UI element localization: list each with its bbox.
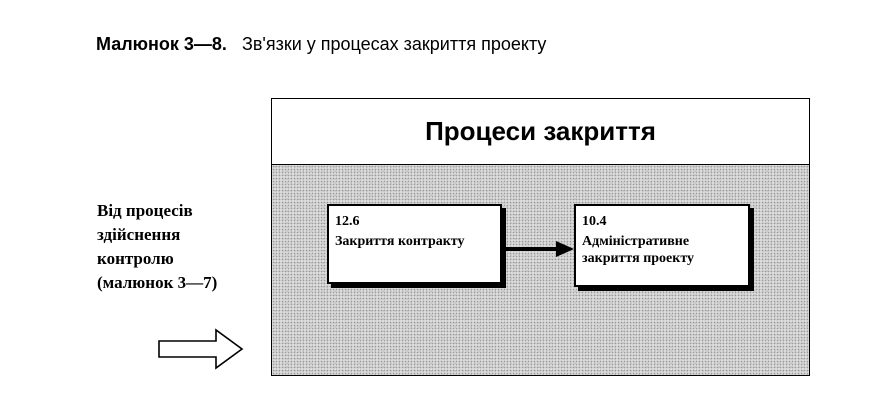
process-number: 12.6: [335, 214, 360, 229]
figure-number: Малюнок 3—8.: [96, 34, 227, 54]
input-source-note: Від процесів здійснення контролю (малюно…: [97, 199, 267, 295]
input-note-line-4: (малюнок 3—7): [97, 273, 218, 292]
process-box-administrative-closure: 10.4 Адміністративне закриття проекту: [574, 204, 750, 287]
input-note-line-3: контролю: [97, 249, 174, 268]
process-box-contract-closure: 12.6 Закриття контракту: [327, 204, 502, 284]
input-note-line-2: здійснення: [97, 225, 181, 244]
process-label-line-1: Адміністративне: [582, 234, 690, 249]
figure-title: Зв'язки у процесах закриття проекту: [241, 34, 547, 54]
input-note-line-1: Від процесів: [97, 201, 193, 220]
input-arrow-icon: [158, 328, 244, 370]
process-label-line-2: закриття проекту: [582, 251, 695, 266]
group-title: Процеси закриття: [272, 99, 809, 165]
figure-caption: Малюнок 3—8. Зв'язки у процесах закриття…: [96, 34, 546, 55]
closing-processes-group: Процеси закриття 12.6 Закриття контракту…: [271, 98, 810, 376]
process-number: 10.4: [582, 214, 607, 229]
process-label: Закриття контракту: [335, 234, 465, 249]
flow-arrow: [502, 241, 574, 257]
